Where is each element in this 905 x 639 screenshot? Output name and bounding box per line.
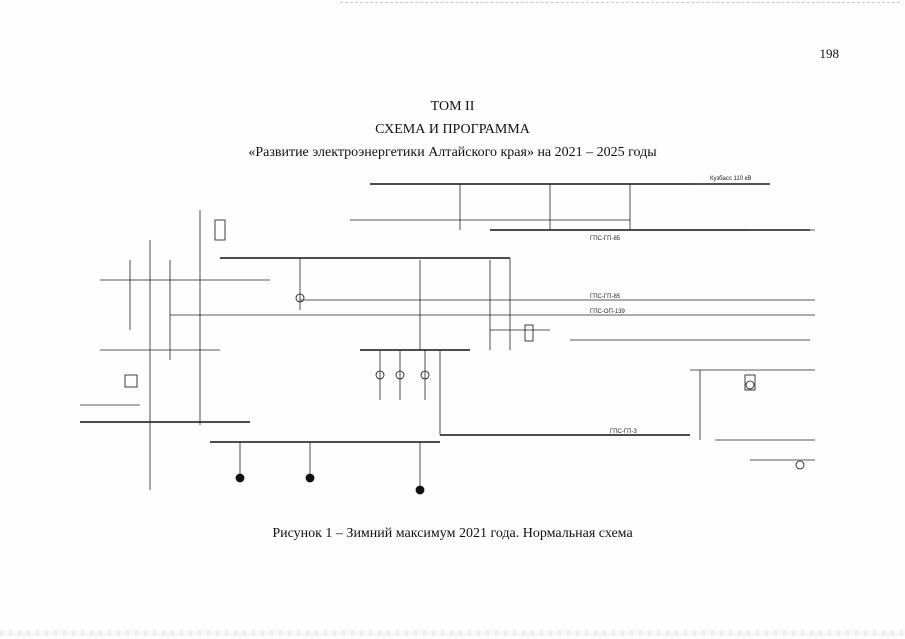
diagram-text: Кузбасс 110 кВ ГПС-ГП-85 ГПС-ГП-85 ГПС-О…	[590, 176, 751, 435]
label-gpp-3: ГПС-ОП-139	[590, 309, 626, 315]
document-subtitle: «Развитие электроэнергетики Алтайского к…	[248, 145, 657, 160]
page-number: 198	[819, 46, 840, 61]
main-buses	[80, 183, 810, 443]
document-title: СХЕМА И ПРОГРАММА	[375, 122, 530, 137]
volume-heading: ТОМ II	[430, 99, 475, 114]
label-gpp-4: ГПС-ГП-3	[610, 429, 637, 435]
scan-artifact-bottom	[0, 630, 905, 636]
feeder-lines	[80, 183, 815, 490]
label-kuzbass: Кузбасс 110 кВ	[710, 176, 751, 182]
power-grid-schematic: Кузбасс 110 кВ ГПС-ГП-85 ГПС-ГП-85 ГПС-О…	[70, 160, 820, 510]
equipment-symbols	[124, 219, 805, 495]
label-gpp-1: ГПС-ГП-85	[590, 236, 621, 242]
label-gpp-2: ГПС-ГП-85	[590, 294, 621, 300]
scan-artifact-top	[340, 2, 900, 4]
figure-caption: Рисунок 1 – Зимний максимум 2021 года. Н…	[272, 526, 633, 541]
